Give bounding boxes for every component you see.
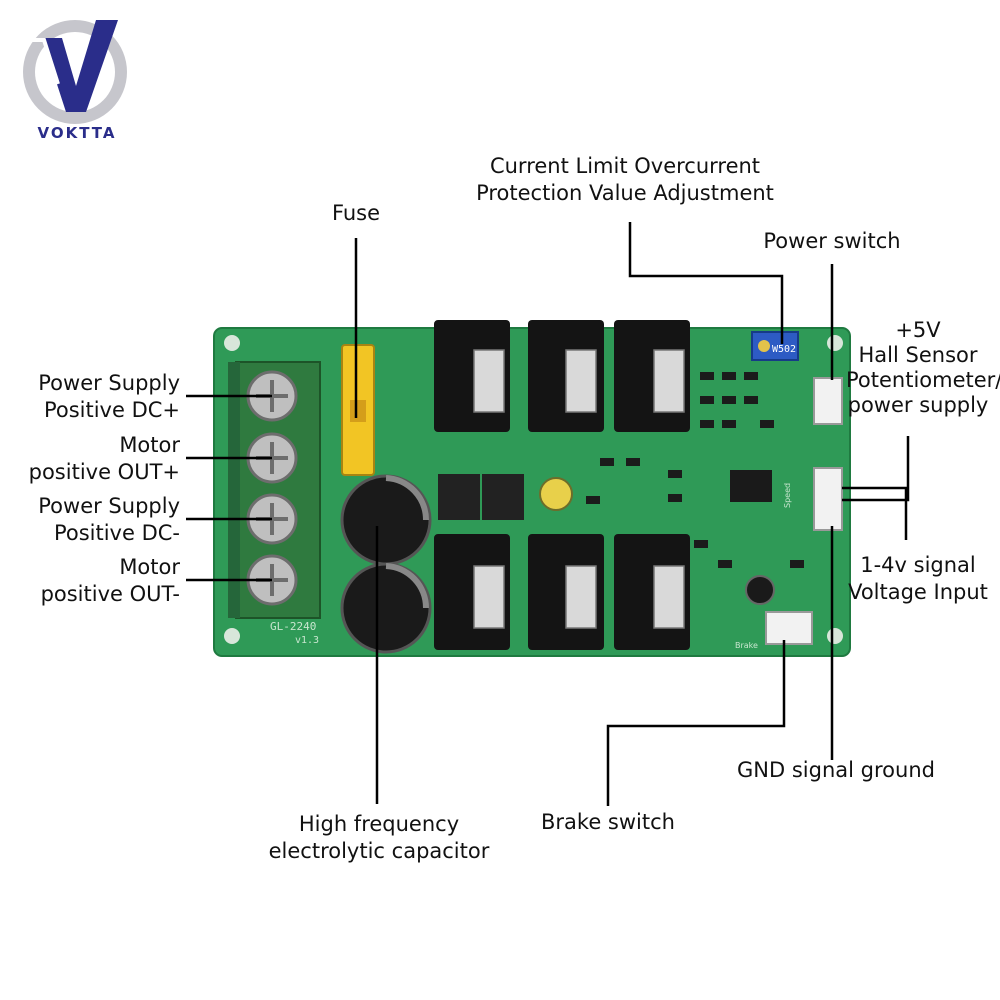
small-capacitor	[745, 575, 775, 605]
hall-sensor-label: +5V Hall Sensor Potentiometer/ power sup…	[846, 318, 1000, 417]
mount-hole	[827, 335, 843, 351]
smd-components	[586, 372, 804, 568]
signal-input-label: 1-4v signal Voltage Input	[848, 553, 988, 604]
gnd-label: GND signal ground	[737, 758, 935, 782]
pot-marking-text: W502	[772, 344, 796, 355]
current-limit-label: Current Limit Overcurrent Protection Val…	[476, 154, 774, 205]
brake-connector	[765, 611, 813, 645]
voktta-logo	[23, 20, 127, 124]
power-switch-connector	[813, 377, 843, 425]
speed-silkscreen: Speed	[783, 483, 792, 508]
hall-leader-line	[842, 436, 910, 502]
capacitor-label: High frequency electrolytic capacitor	[268, 812, 490, 863]
diode-package	[438, 474, 524, 520]
current-limit-potentiometer	[751, 331, 799, 361]
fuse-label: Fuse	[331, 201, 381, 225]
control-ic	[730, 470, 772, 502]
mount-hole	[224, 335, 240, 351]
current-limit-leader-line	[628, 222, 784, 344]
power-switch-label: Power switch	[763, 229, 901, 253]
electrolytic-capacitor	[340, 474, 432, 566]
board-model-text: GL-2240	[270, 620, 316, 633]
callout-lines	[186, 222, 910, 806]
motor-negative-label: Motor positive OUT-	[40, 555, 180, 606]
brand-name: VOKTTA	[37, 124, 117, 142]
brake-silkscreen: Brake	[735, 641, 758, 650]
signal-input-leader-line	[842, 486, 908, 540]
mosfet	[473, 349, 685, 629]
motor-positive-label: Motor positive OUT+	[28, 433, 180, 484]
mount-hole	[224, 628, 240, 644]
mount-hole	[827, 628, 843, 644]
electrolytic-capacitor	[340, 562, 432, 654]
board-version-text: v1.3	[295, 635, 319, 646]
supply-positive-label: Power Supply Positive DC+	[38, 371, 180, 422]
brake-switch-label: Brake switch	[541, 810, 675, 834]
supply-negative-label: Power Supply Positive DC-	[38, 494, 180, 545]
speed-connector	[813, 467, 843, 531]
brake-leader-line	[606, 640, 786, 806]
fuse	[341, 344, 375, 476]
small-capacitor	[539, 477, 573, 511]
pcb-board: GL-2240 v1.3 W502 Speed Brake	[213, 320, 851, 657]
